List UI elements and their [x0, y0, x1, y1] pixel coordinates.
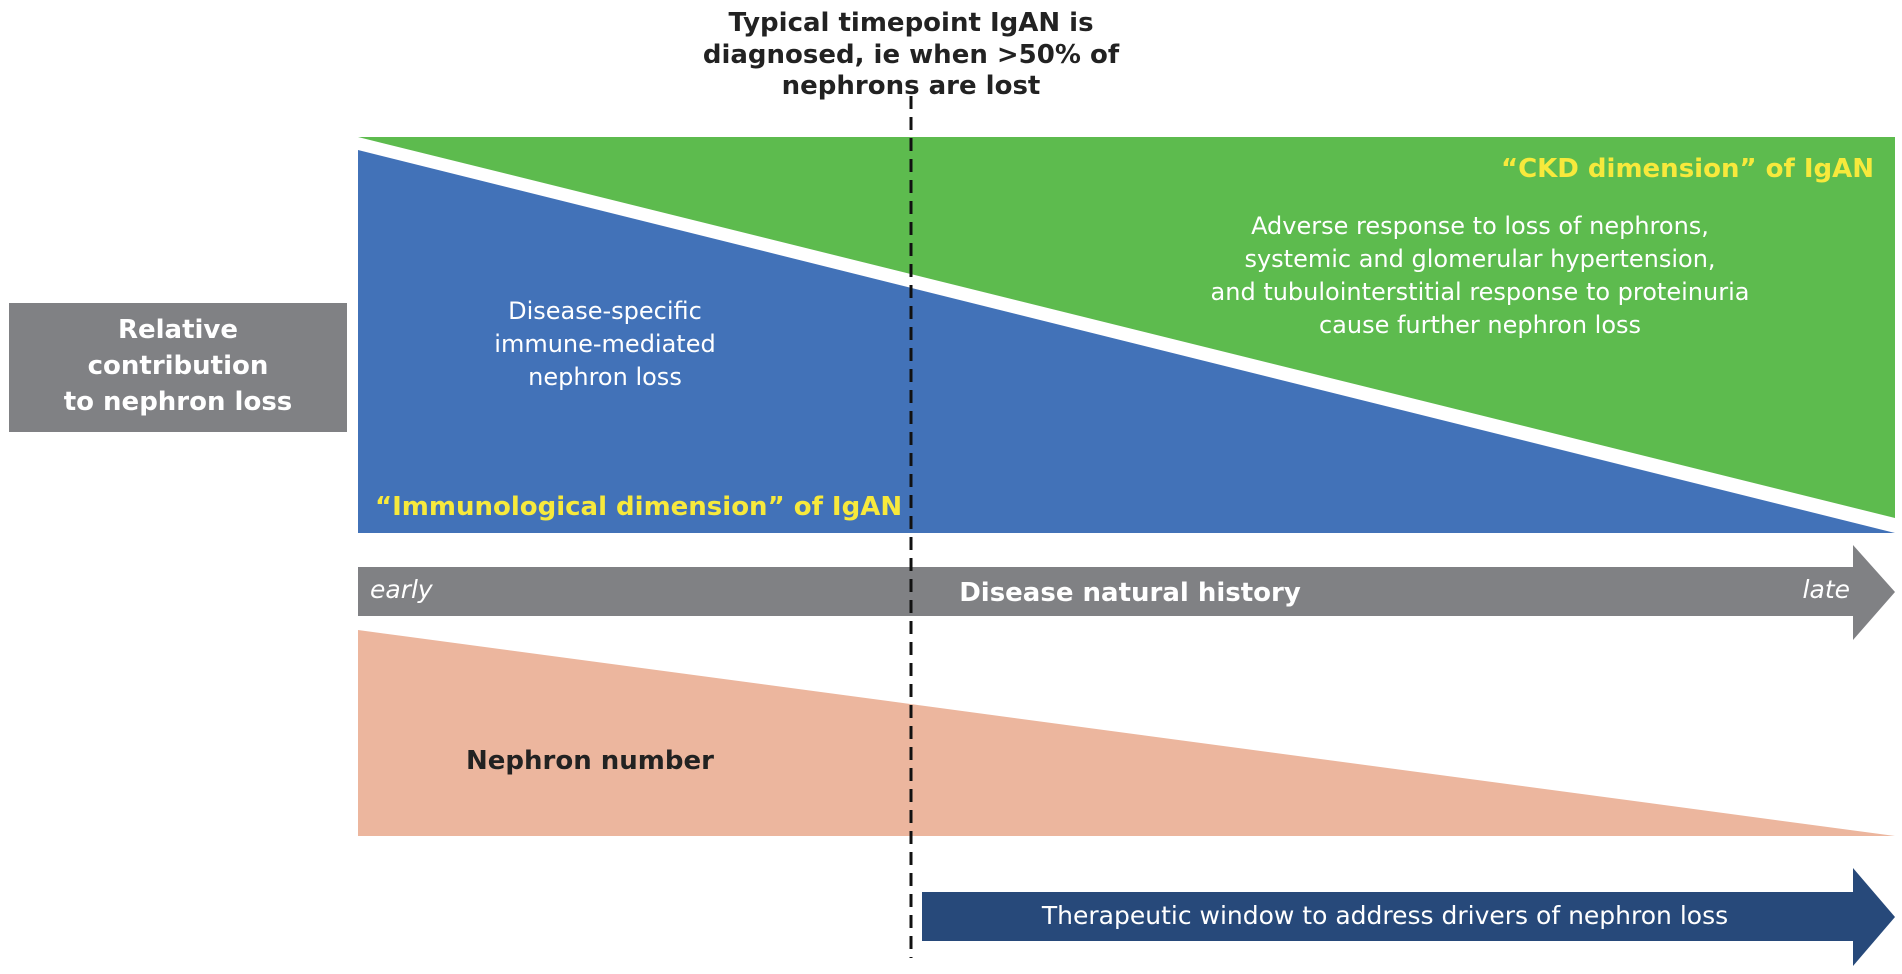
ckd-description-line: and tubulointerstitial response to prote…	[1210, 278, 1750, 307]
ckd-description-line: systemic and glomerular hypertension,	[1244, 245, 1716, 274]
timeline-label: Disease natural history	[959, 578, 1301, 608]
ckd-description-line: Adverse response to loss of nephrons,	[1251, 212, 1709, 240]
diagnosis-label-line: nephrons are lost	[781, 71, 1041, 102]
y-axis-label-line: contribution	[87, 350, 269, 381]
immunological-dimension-title: “Immunological dimension” of IgAN	[375, 492, 903, 522]
immuno-description-line: immune-mediated	[494, 330, 716, 359]
immunological-dimension-description: Disease-specific immune-mediated nephron…	[445, 295, 765, 394]
immunological-dimension-area	[358, 150, 1895, 533]
nephron-number-wedge	[358, 630, 1895, 836]
ckd-dimension-title: “CKD dimension” of IgAN	[1500, 154, 1874, 184]
therapeutic-window-label: Therapeutic window to address drivers of…	[1041, 901, 1729, 930]
immuno-description-line: nephron loss	[528, 363, 682, 392]
y-axis-label-line: Relative	[117, 315, 239, 345]
diagnosis-label-line: Typical timepoint IgAN is	[728, 8, 1094, 38]
ckd-dimension-description: Adverse response to loss of nephrons, sy…	[1140, 210, 1820, 342]
nephron-number-label: Nephron number	[466, 746, 714, 776]
y-axis-label-line: to nephron loss	[63, 386, 293, 417]
y-label-box	[9, 303, 347, 432]
timeline-end-label: late	[1802, 575, 1850, 604]
y-axis-label: Relative contribution to nephron loss	[9, 313, 347, 421]
timeline-start-label: early	[370, 575, 433, 604]
diagnosis-label-line: diagnosed, ie when >50% of	[702, 39, 1120, 70]
ckd-dimension-area	[358, 137, 1895, 518]
disease-timeline-arrow	[358, 545, 1895, 640]
diagnosis-label: Typical timepoint IgAN is diagnosed, ie …	[661, 8, 1161, 103]
immuno-description-line: Disease-specific	[508, 297, 702, 325]
ckd-description-line: cause further nephron loss	[1318, 311, 1642, 340]
therapeutic-window-arrow	[922, 868, 1895, 966]
